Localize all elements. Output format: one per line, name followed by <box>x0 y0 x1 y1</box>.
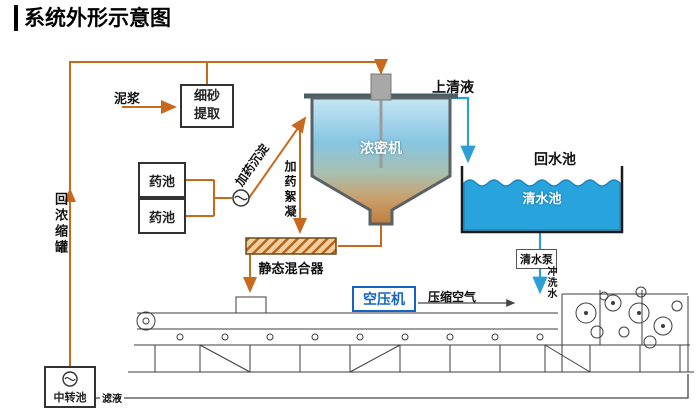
mud-label: 泥浆 <box>114 92 141 107</box>
filtrate-label: 滤液 <box>100 390 124 405</box>
chemical-pool-b-label: 药池 <box>148 210 175 226</box>
clear-water-pump-label: 清水泵 <box>516 249 557 269</box>
static-mixer-body <box>245 237 337 255</box>
chemical-pool-box-a: 药池 <box>138 162 186 198</box>
return-concentrate-tank-label: 回浓缩罐 <box>52 192 67 256</box>
chemical-pool-a-label: 药池 <box>148 174 175 190</box>
page-title: 系统外形示意图 <box>14 5 171 31</box>
sand-extraction-box: 细砂提取 <box>180 84 234 128</box>
up-arrow-icon <box>64 188 76 202</box>
pool-walls <box>460 166 624 234</box>
thickener-label: 浓密机 <box>360 141 402 157</box>
belt-filter-press <box>128 286 694 373</box>
transfer-pool-box: 中转池 <box>44 366 96 408</box>
flush-water-label: 冲洗水 <box>545 266 556 299</box>
feed-hopper <box>235 296 267 314</box>
dosing-flocculation-label: 加药絮凝 <box>283 160 297 220</box>
thickener-motor-icon <box>370 73 392 101</box>
pool-water <box>463 179 621 231</box>
slurry-flow-lines <box>64 59 388 368</box>
compressed-air-label: 压缩空气 <box>428 290 477 304</box>
sand-extraction-label: 细砂提取 <box>193 89 220 122</box>
thickener-tank <box>304 73 458 226</box>
clear-water-pool-label: 清水池 <box>522 192 562 207</box>
static-mixer-label: 静态混合器 <box>258 262 324 277</box>
utility-lines <box>96 299 689 399</box>
transfer-pool-label: 中转池 <box>53 390 87 404</box>
transfer-pump-icon <box>62 370 78 387</box>
return-pool-label: 回水池 <box>534 152 576 168</box>
air-compressor-label: 空压机 <box>363 292 405 308</box>
dosing-pump-icon <box>232 189 250 207</box>
return-water-pool <box>460 166 624 234</box>
air-compressor-box: 空压机 <box>352 286 416 312</box>
chemical-pool-box-b: 药池 <box>138 198 186 234</box>
supernatant-label: 上清液 <box>432 80 474 96</box>
